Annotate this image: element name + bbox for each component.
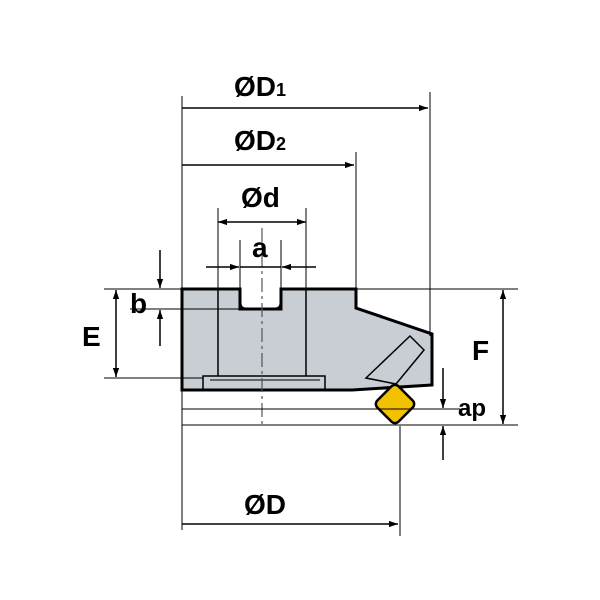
bore-base: [202, 375, 326, 390]
label-D: ØD: [244, 489, 286, 520]
label-D1: ØD1: [234, 71, 286, 102]
keyway-slot: [238, 289, 283, 311]
label-D2: ØD2: [234, 125, 286, 156]
label-F: F: [472, 335, 489, 366]
insert-pocket: [364, 334, 426, 385]
cutting-insert: [374, 383, 416, 425]
label-E: E: [82, 321, 101, 352]
label-d: Ød: [241, 182, 280, 213]
label-b: b: [130, 288, 147, 319]
label-a: a: [252, 232, 268, 263]
label-ap: ap: [458, 395, 486, 422]
